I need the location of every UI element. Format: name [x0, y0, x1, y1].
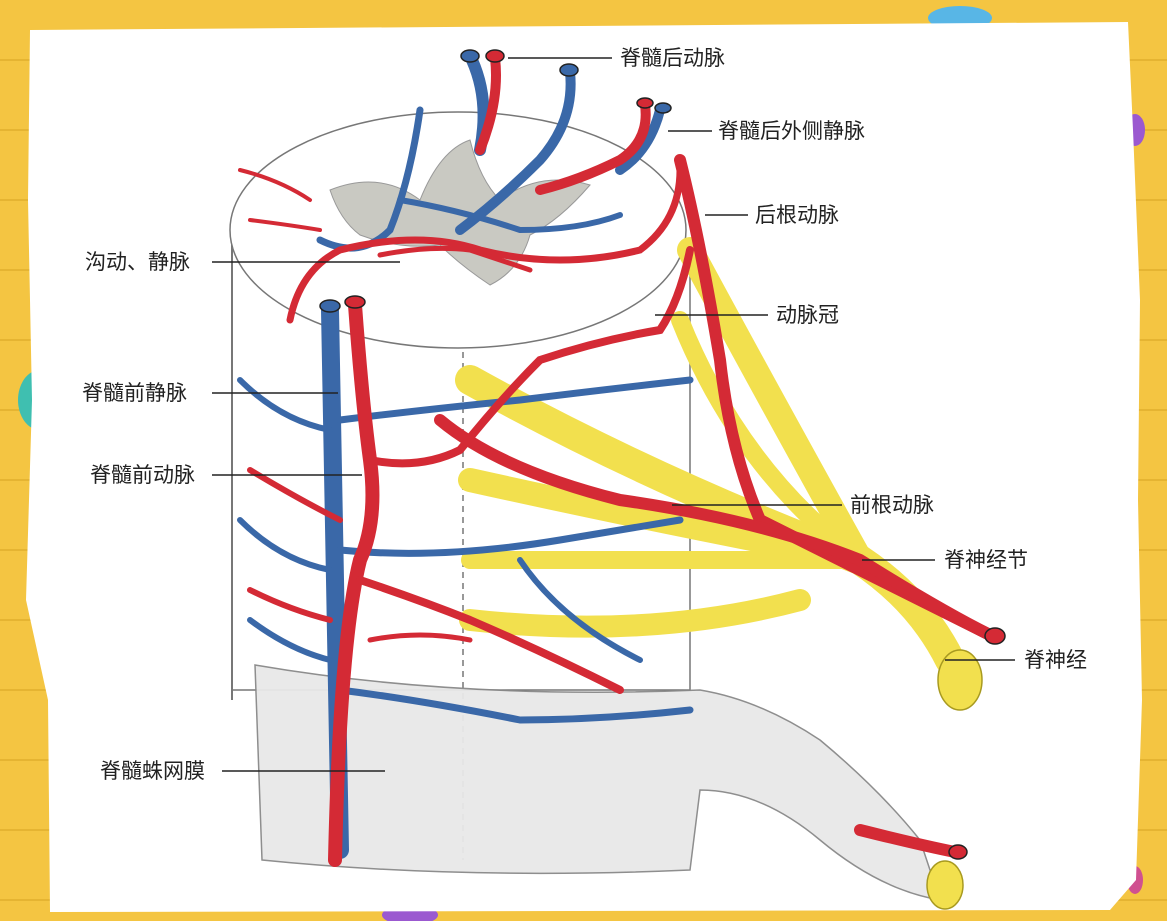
label-sulcal-artery-vein: 沟动、静脉: [85, 250, 190, 274]
vein-openings: [319, 49, 672, 313]
arteries: [238, 53, 996, 867]
anterior-radicular-artery: [434, 414, 996, 641]
label-anterior-spinal-vein: 脊髓前静脉: [82, 381, 187, 405]
veins: [237, 54, 694, 859]
label-anterior-radicular-artery: 前根动脉: [850, 493, 934, 517]
label-posterior-radicular-artery: 后根动脉: [755, 203, 839, 227]
posterior-radicular-artery: [674, 154, 996, 641]
artery-openings: [344, 49, 1006, 860]
label-vasocorona: 动脉冠: [776, 303, 839, 327]
label-spinal-arachnoid: 脊髓蛛网膜: [100, 759, 205, 783]
label-spinal-ganglion: 脊神经节: [944, 548, 1028, 572]
label-posterior-spinal-artery: 脊髓后动脉: [620, 46, 725, 70]
spinal-nerve-end-lower: [926, 860, 964, 910]
label-spinal-nerve: 脊神经: [1024, 648, 1087, 672]
leader-lines: [212, 57, 1015, 772]
label-posterolateral-spinal-vein: 脊髓后外侧静脉: [718, 119, 865, 143]
vasocorona: [286, 166, 684, 324]
posterior-spinal-artery: [475, 53, 501, 155]
label-anterior-spinal-artery: 脊髓前动脉: [90, 463, 195, 487]
anterior-spinal-artery: [328, 298, 380, 867]
spinal-nerve-end: [937, 649, 983, 711]
